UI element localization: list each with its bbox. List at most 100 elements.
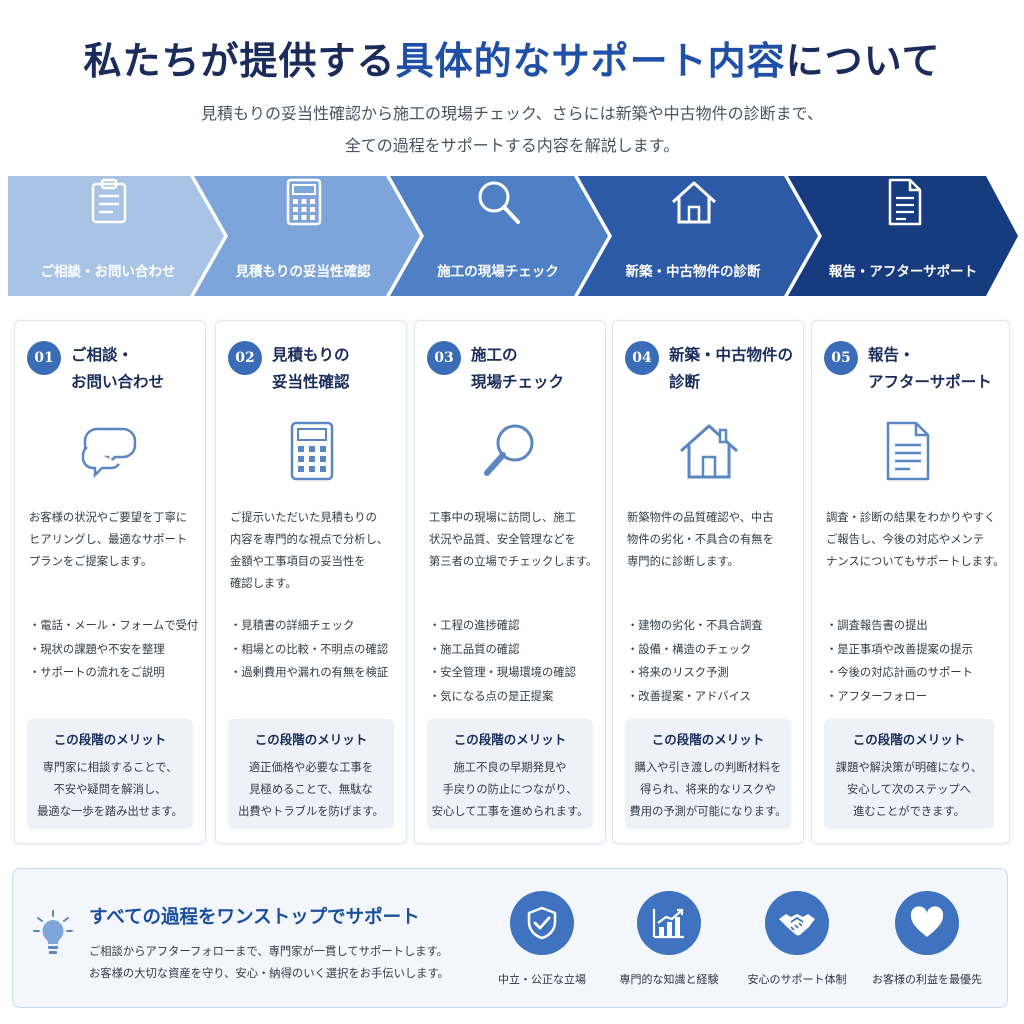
desc-line: ご報告し、今後の対応やメンテ bbox=[826, 533, 985, 546]
one-stop-support-panel: すべての過程をワンストップでサポート ご相談からアフターフォローまで、専門家が一… bbox=[12, 868, 1008, 1008]
merit-title: この段階のメリット bbox=[852, 732, 966, 747]
card-description: お客様の状況やご要望を丁寧に ヒアリングし、最適なサポート プランをご提案します… bbox=[29, 507, 201, 573]
feature-icon-circle bbox=[510, 891, 574, 955]
card-title-line-2: 現場チェック bbox=[471, 372, 565, 391]
one-stop-text-line: ご相談からアフターフォローまで、専門家が一貫してサポートします。 bbox=[89, 945, 448, 958]
page-subtitle: 見積もりの妥当性確認から施工の現場チェック、さらには新築や中古物件の診断まで、 … bbox=[0, 98, 1024, 162]
desc-line: ヒアリングし、最適なサポート bbox=[29, 533, 188, 546]
merit-title: この段階のメリット bbox=[254, 732, 368, 747]
merit-line: 施工不良の早期発見や bbox=[453, 761, 567, 774]
card-title-line-2: アフターサポート bbox=[868, 372, 992, 391]
one-stop-heading: すべての過程をワンストップでサポート bbox=[89, 907, 420, 928]
card-bullets: ・工程の進捗確認 ・施工品質の確認 ・安全管理・現場環境の確認 ・気になる点の是… bbox=[429, 614, 605, 708]
card-title-line-1: ご相談・ bbox=[71, 345, 134, 364]
bullet-item: ・アフターフォロー bbox=[826, 689, 927, 703]
step-label-1: ご相談・お問い合わせ bbox=[40, 264, 176, 280]
bullet-item: ・設備・構造のチェック bbox=[627, 642, 752, 656]
step-card-1: 01 ご相談・ お問い合わせ お客様の状況やご要望を丁寧に ヒアリングし、最適な… bbox=[14, 320, 206, 844]
desc-line: 金額や工事項目の妥当性を bbox=[230, 555, 366, 568]
bullet-item: ・気になる点の是正提案 bbox=[429, 689, 554, 703]
bullet-item: ・電話・メール・フォームで受付 bbox=[29, 619, 199, 632]
document-icon bbox=[886, 421, 930, 481]
step-number-badge: 03 bbox=[427, 341, 461, 375]
desc-line: 新築物件の品質確認や、中古 bbox=[627, 511, 774, 524]
desc-line: 確認します。 bbox=[230, 577, 297, 590]
feature-support-system: 安心のサポート体制 bbox=[735, 891, 859, 987]
bullet-item: ・過剰費用や漏れの有無を検証 bbox=[230, 666, 389, 679]
step-card-4: 04 新築・中古物件の 診断 新築物件の品質確認や、中古 物件の劣化・不具合の有… bbox=[612, 320, 804, 844]
merit-box: この段階のメリット 購入や引き渡しの判断材料を 得られ、将来的なリスクや 費用の… bbox=[625, 719, 791, 829]
step-label-4: 新築・中古物件の診断 bbox=[625, 264, 761, 280]
bullet-item: ・相場との比較・不明点の確認 bbox=[230, 642, 389, 656]
merit-line: 安心して工事を進められます。 bbox=[431, 805, 589, 818]
card-bullets: ・電話・メール・フォームで受付 ・現状の課題や不安を整理 ・サポートの流れをご説… bbox=[29, 614, 205, 685]
bullet-item: ・建物の劣化・不具合調査 bbox=[627, 619, 763, 632]
desc-line: ご提示いただいた見積もりの bbox=[230, 511, 377, 524]
feature-icon-circle bbox=[637, 891, 701, 955]
step-card-2: 02 見積もりの 妥当性確認 ご提示いただいた見積もりの 内容を専門的な視点で分… bbox=[215, 320, 407, 844]
subtitle-line-1: 見積もりの妥当性確認から施工の現場チェック、さらには新築や中古物件の診断まで、 bbox=[201, 104, 823, 123]
bullet-item: ・今後の対応計画のサポート bbox=[826, 666, 973, 679]
step-chevron-4 bbox=[578, 176, 818, 296]
feature-label: 専門的な知識と経験 bbox=[619, 973, 719, 986]
step-label-5: 報告・アフターサポート bbox=[828, 264, 978, 280]
step-label-3: 施工の現場チェック bbox=[437, 264, 559, 280]
feature-icon-circle bbox=[895, 891, 959, 955]
desc-line: ナンスについてもサポートします。 bbox=[826, 555, 1005, 568]
feature-label: 中立・公正な立場 bbox=[498, 973, 586, 986]
subtitle-line-2: 全ての過程をサポートする内容を解説します。 bbox=[344, 136, 680, 155]
step-number-badge: 02 bbox=[228, 341, 262, 375]
page-title: 私たちが提供する具体的なサポート内容について bbox=[0, 30, 1024, 85]
shield-check-icon bbox=[527, 906, 557, 940]
desc-line: お客様の状況やご要望を丁寧に bbox=[29, 511, 188, 524]
card-description: 新築物件の品質確認や、中古 物件の劣化・不具合の有無を 専門的に診断します。 bbox=[627, 507, 799, 573]
desc-line: プランをご提案します。 bbox=[29, 555, 153, 568]
merit-line: 課題や解決策が明確になり、 bbox=[835, 761, 983, 774]
bullet-item: ・工程の進捗確認 bbox=[429, 619, 520, 632]
card-title: 報告・ アフターサポート bbox=[868, 341, 1002, 395]
step-card-5: 05 報告・ アフターサポート 調査・診断の結果をわかりやすく ご報告し、今後の… bbox=[811, 320, 1010, 844]
card-title: 施工の 現場チェック bbox=[471, 341, 605, 395]
merit-box: この段階のメリット 専門家に相談することで、 不安や疑問を解消し、 最適な一歩を… bbox=[27, 719, 193, 829]
card-title-line-1: 新築・中古物件の bbox=[669, 345, 794, 364]
merit-title: この段階のメリット bbox=[651, 732, 765, 747]
calculator-icon bbox=[290, 421, 334, 481]
steps-chevron-shapes bbox=[8, 176, 1018, 296]
card-bullets: ・調査報告書の提出 ・是正事項や改善提案の提示 ・今後の対応計画のサポート ・ア… bbox=[826, 614, 1002, 708]
card-description: ご提示いただいた見積もりの 内容を専門的な視点で分析し、 金額や工事項目の妥当性… bbox=[230, 507, 402, 595]
merit-line: 出費やトラブルを防げます。 bbox=[238, 805, 384, 818]
merit-text: 施工不良の早期発見や 手戻りの防止につながり、 安心して工事を進められます。 bbox=[427, 757, 593, 823]
desc-line: 第三者の立場でチェックします。 bbox=[429, 555, 598, 568]
card-description: 調査・診断の結果をわかりやすく ご報告し、今後の対応やメンテ ナンスについてもサ… bbox=[826, 507, 1006, 573]
merit-line: 得られ、将来的なリスクや bbox=[640, 783, 776, 796]
card-bullets: ・建物の劣化・不具合調査 ・設備・構造のチェック ・将来のリスク予測 ・改善提案… bbox=[627, 614, 803, 708]
bullet-item: ・調査報告書の提出 bbox=[826, 619, 928, 632]
bullet-item: ・施工品質の確認 bbox=[429, 642, 520, 656]
merit-box: この段階のメリット 適正価格や必要な工事を 見極めることで、無駄な 出費やトラブ… bbox=[228, 719, 394, 829]
bullet-item: ・サポートの流れをご説明 bbox=[29, 666, 165, 679]
bullet-item: ・安全管理・現場環境の確認 bbox=[429, 666, 576, 679]
desc-line: 専門的に診断します。 bbox=[627, 555, 739, 568]
card-bullets: ・見積書の詳細チェック ・相場との比較・不明点の確認 ・過剰費用や漏れの有無を検… bbox=[230, 614, 406, 685]
bullet-item: ・現状の課題や不安を整理 bbox=[29, 642, 165, 656]
step-chevron-5 bbox=[788, 176, 1018, 296]
merit-box: この段階のメリット 課題や解決策が明確になり、 安心して次のステップへ 進むこと… bbox=[824, 719, 994, 829]
card-title-line-1: 施工の bbox=[471, 345, 518, 364]
title-part1: 私たちが提供する bbox=[83, 38, 396, 83]
merit-text: 専門家に相談することで、 不安や疑問を解消し、 最適な一歩を踏み出せます。 bbox=[27, 757, 193, 823]
feature-neutral: 中立・公正な立場 bbox=[480, 891, 604, 987]
bullet-item: ・見積書の詳細チェック bbox=[230, 619, 355, 632]
step-chevron-2 bbox=[194, 176, 420, 296]
merit-line: 見極めることで、無駄な bbox=[249, 783, 373, 796]
merit-line: 購入や引き渡しの判断材料を bbox=[634, 761, 782, 774]
bullet-item: ・是正事項や改善提案の提示 bbox=[826, 642, 973, 656]
step-number-badge: 01 bbox=[27, 341, 61, 375]
merit-title: この段階のメリット bbox=[53, 732, 167, 747]
calculator-icon bbox=[286, 178, 322, 226]
feature-icon-circle bbox=[765, 891, 829, 955]
growth-chart-icon bbox=[652, 908, 684, 939]
house-icon bbox=[671, 181, 717, 224]
merit-line: 費用の予測が可能になります。 bbox=[629, 805, 787, 818]
merit-line: 専門家に相談することで、 bbox=[42, 761, 178, 774]
magnifier-icon bbox=[484, 424, 534, 476]
